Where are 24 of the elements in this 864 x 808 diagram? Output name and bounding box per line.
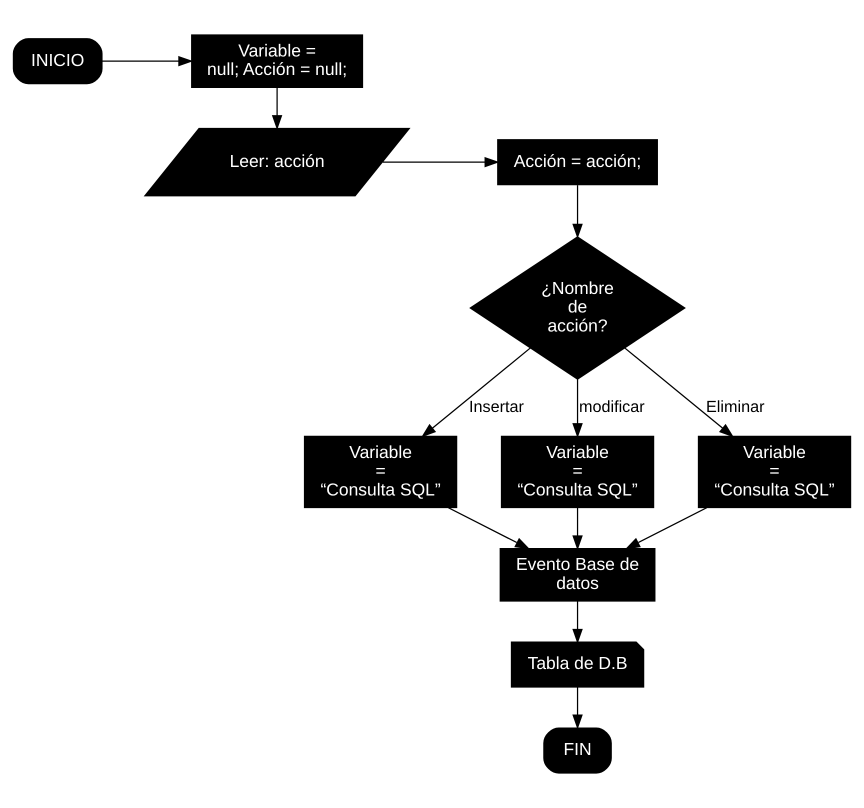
edge-label: Insertar bbox=[469, 398, 524, 416]
node-box: FIN bbox=[543, 728, 612, 774]
node-box: Variable = null; Acción = null; bbox=[191, 34, 364, 88]
node-box: INICIO bbox=[12, 38, 103, 84]
arrow bbox=[421, 347, 531, 438]
node-box: Acción = acción; bbox=[497, 139, 658, 186]
node-diamond: ¿Nombre de acción? bbox=[469, 236, 686, 380]
arrow bbox=[572, 508, 583, 550]
arrow bbox=[272, 88, 282, 130]
arrow bbox=[624, 347, 734, 438]
arrow bbox=[572, 687, 583, 730]
arrow bbox=[572, 379, 583, 438]
edge-label: Eliminar bbox=[706, 398, 764, 416]
node-box: Variable = “Consulta SQL” bbox=[698, 436, 852, 508]
edge-label: modificar bbox=[578, 398, 645, 416]
arrow bbox=[448, 507, 530, 550]
arrow bbox=[572, 185, 583, 239]
arrow bbox=[102, 56, 194, 66]
arrow bbox=[572, 601, 583, 644]
node-box: Variable = “Consulta SQL” bbox=[500, 436, 654, 508]
arrow bbox=[625, 507, 708, 550]
node-box: Evento Base de datos bbox=[500, 548, 656, 602]
arrow bbox=[382, 156, 500, 168]
node-box: Variable = “Consulta SQL” bbox=[304, 436, 458, 508]
